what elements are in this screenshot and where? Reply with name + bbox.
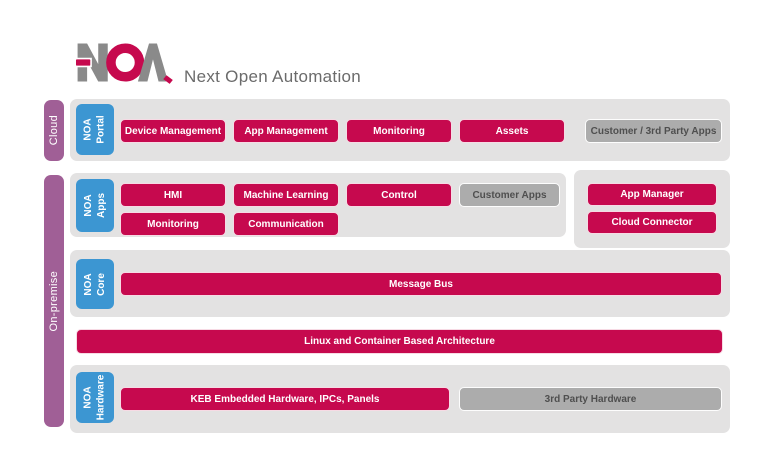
core-row: NOA Core Message Bus	[70, 250, 730, 317]
chip-cloud-connector: Cloud Connector	[587, 211, 717, 234]
layer-label-line: Apps	[95, 193, 106, 218]
layer-label-line: Hardware	[95, 374, 107, 421]
chip-3rd-party-hardware: 3rd Party Hardware	[459, 387, 722, 411]
chip-monitoring-apps: Monitoring	[120, 212, 226, 236]
chip-device-management: Device Management	[120, 119, 226, 143]
layer-label-noa-core: NOA Core	[76, 259, 114, 309]
layer-label-line: NOA	[82, 386, 94, 409]
portal-row: NOA Portal Device Management App Managem…	[70, 99, 730, 161]
layer-label-line: Portal	[95, 115, 106, 144]
chip-control: Control	[346, 183, 452, 207]
layer-label-line: NOA	[82, 118, 94, 141]
hardware-row: NOA Hardware KEB Embedded Hardware, IPCs…	[70, 365, 730, 433]
layer-label-noa-portal: NOA Portal	[76, 104, 114, 155]
tagline: Next Open Automation	[184, 67, 362, 86]
chip-app-manager: App Manager	[587, 183, 717, 206]
linux-container-bar: Linux and Container Based Architecture	[76, 329, 723, 354]
logo-red-accent	[163, 75, 173, 84]
chip-assets: Assets	[459, 119, 565, 143]
layer-label-noa-hardware: NOA Hardware	[76, 372, 114, 423]
layer-label-line: NOA	[82, 272, 94, 296]
chip-monitoring-portal: Monitoring	[346, 119, 452, 143]
zone-on-premise: On-premise	[44, 175, 64, 427]
logo-letter-a	[137, 43, 169, 82]
logo-letter-n	[77, 43, 108, 82]
logo-red-dash	[76, 59, 91, 66]
logo-letter-o	[106, 43, 145, 82]
chip-customer-3rd-party-apps: Customer / 3rd Party Apps	[585, 119, 722, 143]
layer-label-line: NOA	[82, 194, 94, 217]
chip-keb-embedded-hardware: KEB Embedded Hardware, IPCs, Panels	[120, 387, 450, 411]
chip-communication: Communication	[233, 212, 339, 236]
layer-label-noa-apps: NOA Apps	[76, 179, 114, 232]
zone-on-premise-label: On-premise	[48, 270, 60, 332]
chip-app-management: App Management	[233, 119, 339, 143]
apps-row: NOA Apps HMI Machine Learning Control Cu…	[70, 173, 566, 237]
chip-customer-apps: Customer Apps	[459, 183, 560, 207]
chip-machine-learning: Machine Learning	[233, 183, 339, 207]
zone-cloud-label: Cloud	[48, 115, 60, 146]
layer-label-line: Core	[94, 272, 106, 296]
message-bus-bar: Message Bus	[120, 272, 722, 296]
zone-cloud: Cloud	[44, 100, 64, 161]
noa-logo	[76, 43, 173, 84]
apps-side-box: App Manager Cloud Connector	[574, 170, 730, 248]
chip-hmi: HMI	[120, 183, 226, 207]
